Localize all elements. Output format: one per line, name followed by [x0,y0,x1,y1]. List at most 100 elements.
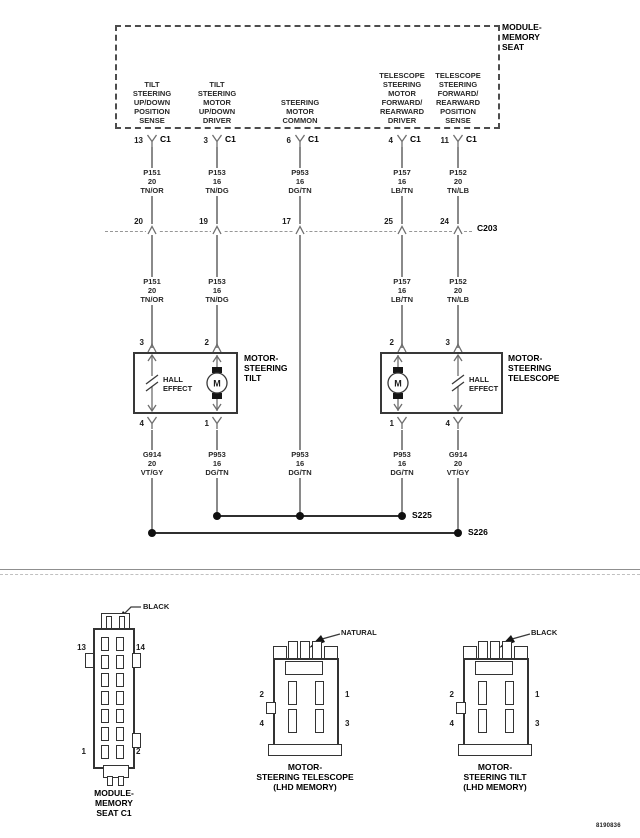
connector-color-tag: BLACK [143,602,170,611]
splice-dot [454,529,462,537]
pin-slot [101,673,109,687]
pin-slot [101,655,109,669]
wire-color: DG/TN [288,468,312,478]
inline-connector-icon [294,224,306,235]
wire-g914-right [457,430,459,534]
hall-effect-label: HALL EFFECT [163,375,193,393]
view-pin-13: 13 [77,643,86,652]
connector-pin-icon [452,134,464,147]
section-divider [0,569,640,570]
pin-desc-tilt-motor-driver: TILT STEERING MOTOR UP/DOWN DRIVER [197,80,237,125]
pin-slot [101,709,109,723]
connector-caption: MOTOR- STEERING TILT (LHD MEMORY) [463,762,527,792]
wire-color: TN/LB [446,186,470,196]
connector-cap-prong [118,776,124,786]
pin-slot [505,681,514,705]
inline-connector-icon [147,343,157,353]
hall-effect-symbol [145,353,159,413]
pin-slot [116,655,124,669]
telescope-pin-out-4: 4 [445,419,450,428]
connector-caption: MOTOR- STEERING TELESCOPE (LHD MEMORY) [256,762,354,792]
pin-slot [288,709,297,733]
inline-connector-icon [452,224,464,235]
c1-pin-13: 13 [134,136,143,145]
module-memory-seat-box [115,25,500,129]
view-pin-3: 3 [345,719,350,728]
splice-dot [148,529,156,537]
motor-steering-tilt-label: MOTOR- STEERING TILT [244,353,288,383]
hall-effect-symbol [451,353,465,413]
c1-label: C1 [308,134,319,144]
telescope-pin-in-3: 3 [445,338,450,347]
connector-cap-prong [107,776,113,786]
connector-side-notch [266,702,276,714]
pin-slot [478,681,487,705]
view-pin-1: 1 [535,690,540,699]
c1-label: C1 [225,134,236,144]
pin-slot [116,745,124,759]
gauge: 20 [147,459,157,469]
inline-connector-icon [146,224,158,235]
splice-dot [398,512,406,520]
circuit: P151 [143,168,161,177]
inline-connector-icon [211,224,223,235]
c203-pin-25: 25 [384,217,393,226]
connector-base [268,744,342,756]
connector-inner-detail [285,661,323,675]
c203-pin-20: 20 [134,217,143,226]
gauge: 20 [147,286,157,296]
connector-base [458,744,532,756]
circuit: P153 [208,168,226,177]
pin-slot [288,681,297,705]
inline-connector-icon [396,224,408,235]
inline-connector-icon [212,343,222,353]
tilt-pin-out-4: 4 [139,419,144,428]
wire-color: TN/OR [140,186,164,196]
wire-color: TN/DG [205,186,229,196]
view-pin-1: 1 [81,747,86,756]
connector-side-notch [456,702,466,714]
motor-m-label: M [394,379,402,389]
c1-label: C1 [160,134,171,144]
c203-connector-line [105,231,472,232]
c203-pin-19: 19 [199,217,208,226]
splice-dot [213,512,221,520]
splice-dot [296,512,304,520]
connector-pin-icon [146,416,158,429]
connector-inner-detail [475,661,513,675]
wire-color: TN/OR [140,295,164,305]
circuit: P157 [393,168,411,177]
pin-slot [101,727,109,741]
pin-slot [116,727,124,741]
tilt-pin-in-2: 2 [204,338,209,347]
module-memory-seat-label: MODULE- MEMORY SEAT [502,22,542,52]
view-pin-2: 2 [136,747,141,756]
connector-side-tab [85,653,94,668]
gauge: 16 [397,286,407,296]
connector-pin-icon [211,416,223,429]
motor-steering-telescope-label: MOTOR- STEERING TELESCOPE [508,353,560,383]
wire-color: LB/TN [390,295,414,305]
splice-s225-label: S225 [412,510,432,520]
connector-side-tab [132,653,141,668]
circuit: G914 [142,450,162,459]
c203-pin-17: 17 [282,217,291,226]
pin-slot [101,745,109,759]
view-pin-3: 3 [535,719,540,728]
view-pin-2: 2 [449,690,454,699]
circuit: P953 [208,450,226,459]
pin-desc-steering-motor-common: STEERING MOTOR COMMON [280,98,320,125]
gauge: 16 [397,177,407,187]
pin-slot [101,637,109,651]
pin-slot [116,691,124,705]
inline-connector-icon [397,343,407,353]
